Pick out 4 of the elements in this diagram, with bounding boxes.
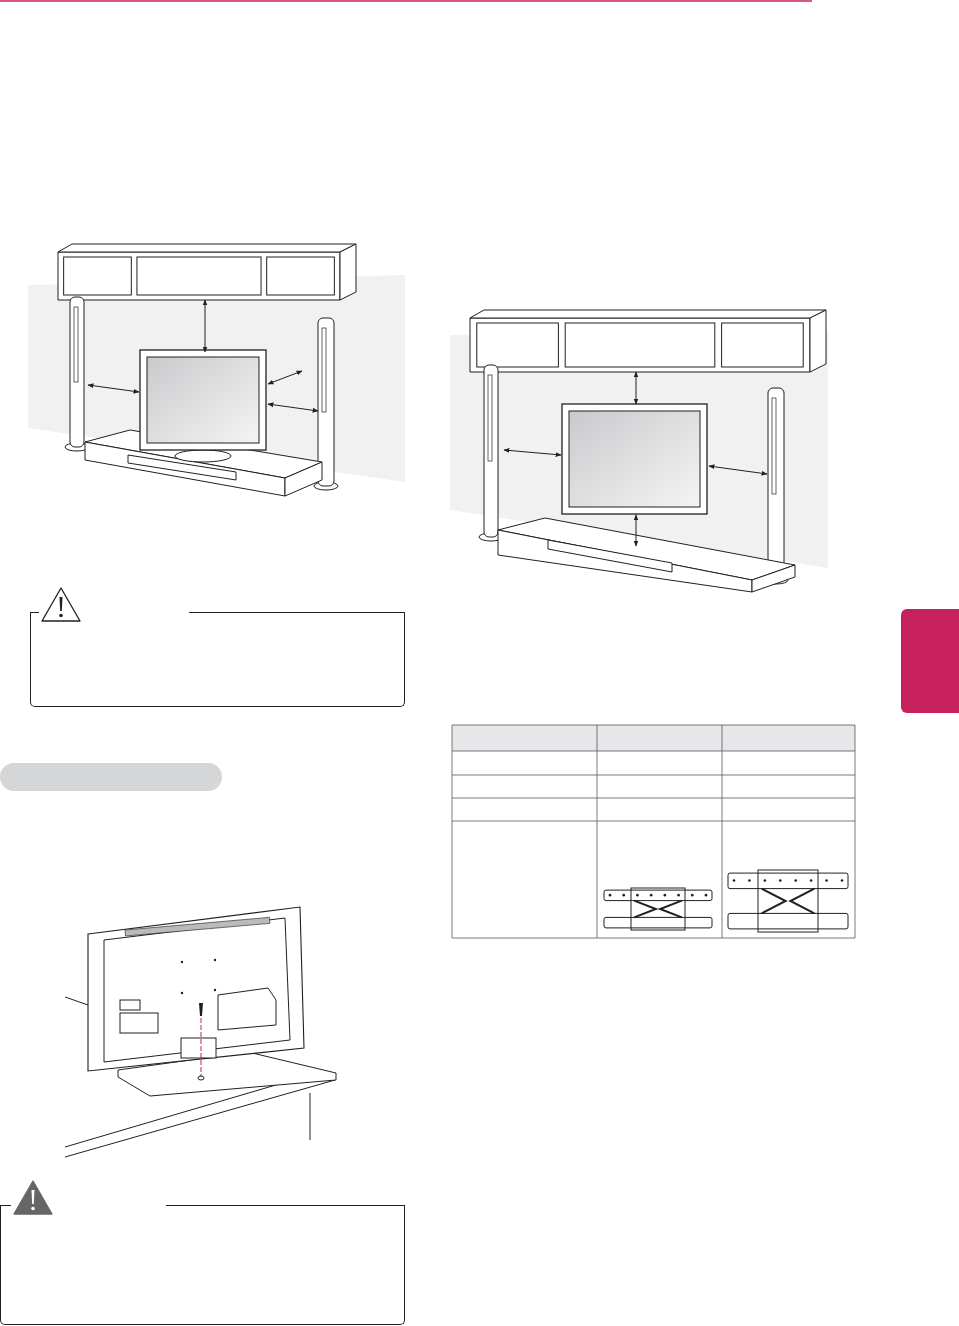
section-heading-bar	[0, 763, 222, 791]
section-tab	[901, 609, 959, 713]
caution-box	[0, 1205, 405, 1325]
caution-box	[30, 612, 405, 707]
